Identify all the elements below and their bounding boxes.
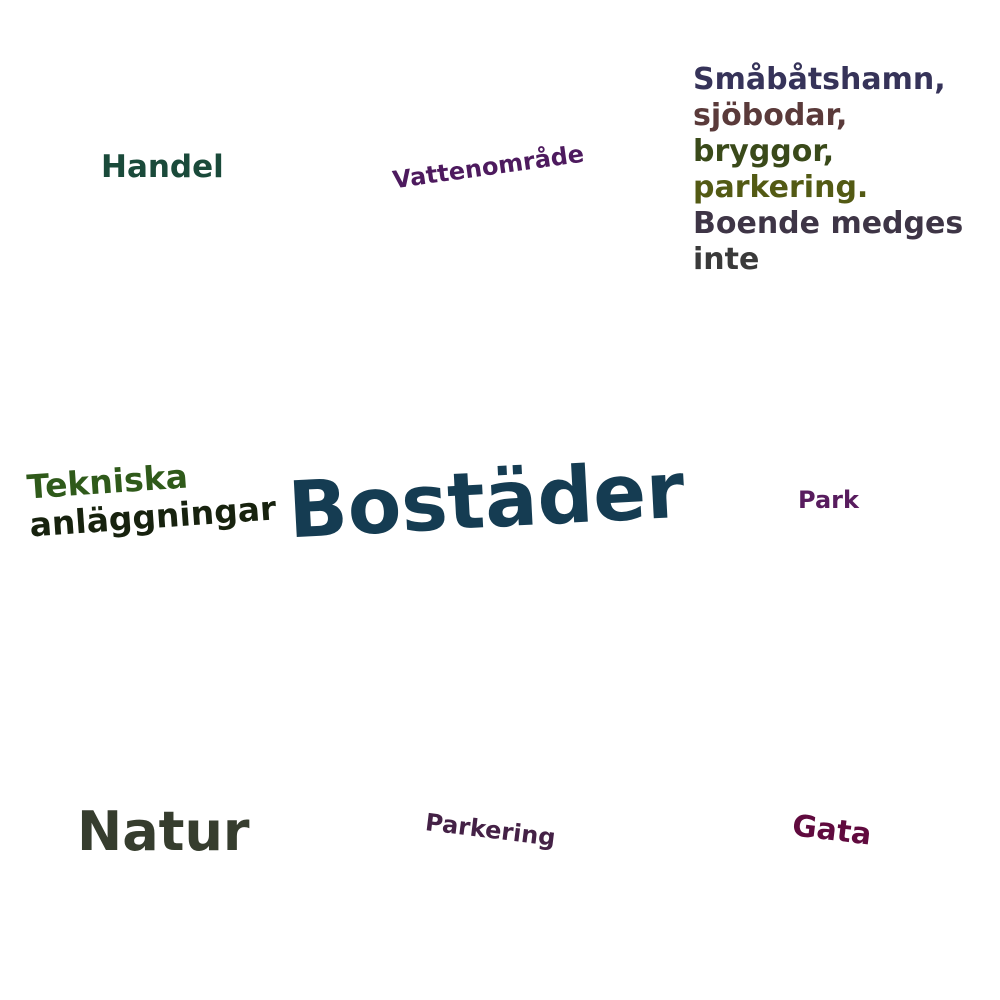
word-vattenomrade: Vattenområde <box>390 139 586 195</box>
word-gata: Gata <box>790 808 874 853</box>
word-natur: Natur <box>77 800 250 863</box>
smabatshamn-line-3: bryggor, <box>693 134 835 169</box>
smabatshamn-line-4: parkering. <box>693 170 869 205</box>
word-parkering: Parkering <box>423 808 558 852</box>
smabatshamn-line-5: Boende medges <box>693 206 964 241</box>
word-park: Park <box>798 486 859 514</box>
word-smabatshamn-block: Småbåtshamn, sjöbodar, bryggor, parkerin… <box>693 62 963 278</box>
word-handel: Handel <box>101 149 224 185</box>
word-bostader: Bostäder <box>285 445 687 557</box>
word-tekniska-anlaggningar: Tekniska anläggningar <box>26 451 278 544</box>
smabatshamn-line-2: sjöbodar, <box>693 98 848 133</box>
smabatshamn-line-6: inte <box>693 242 760 277</box>
smabatshamn-line-1: Småbåtshamn, <box>693 62 946 97</box>
